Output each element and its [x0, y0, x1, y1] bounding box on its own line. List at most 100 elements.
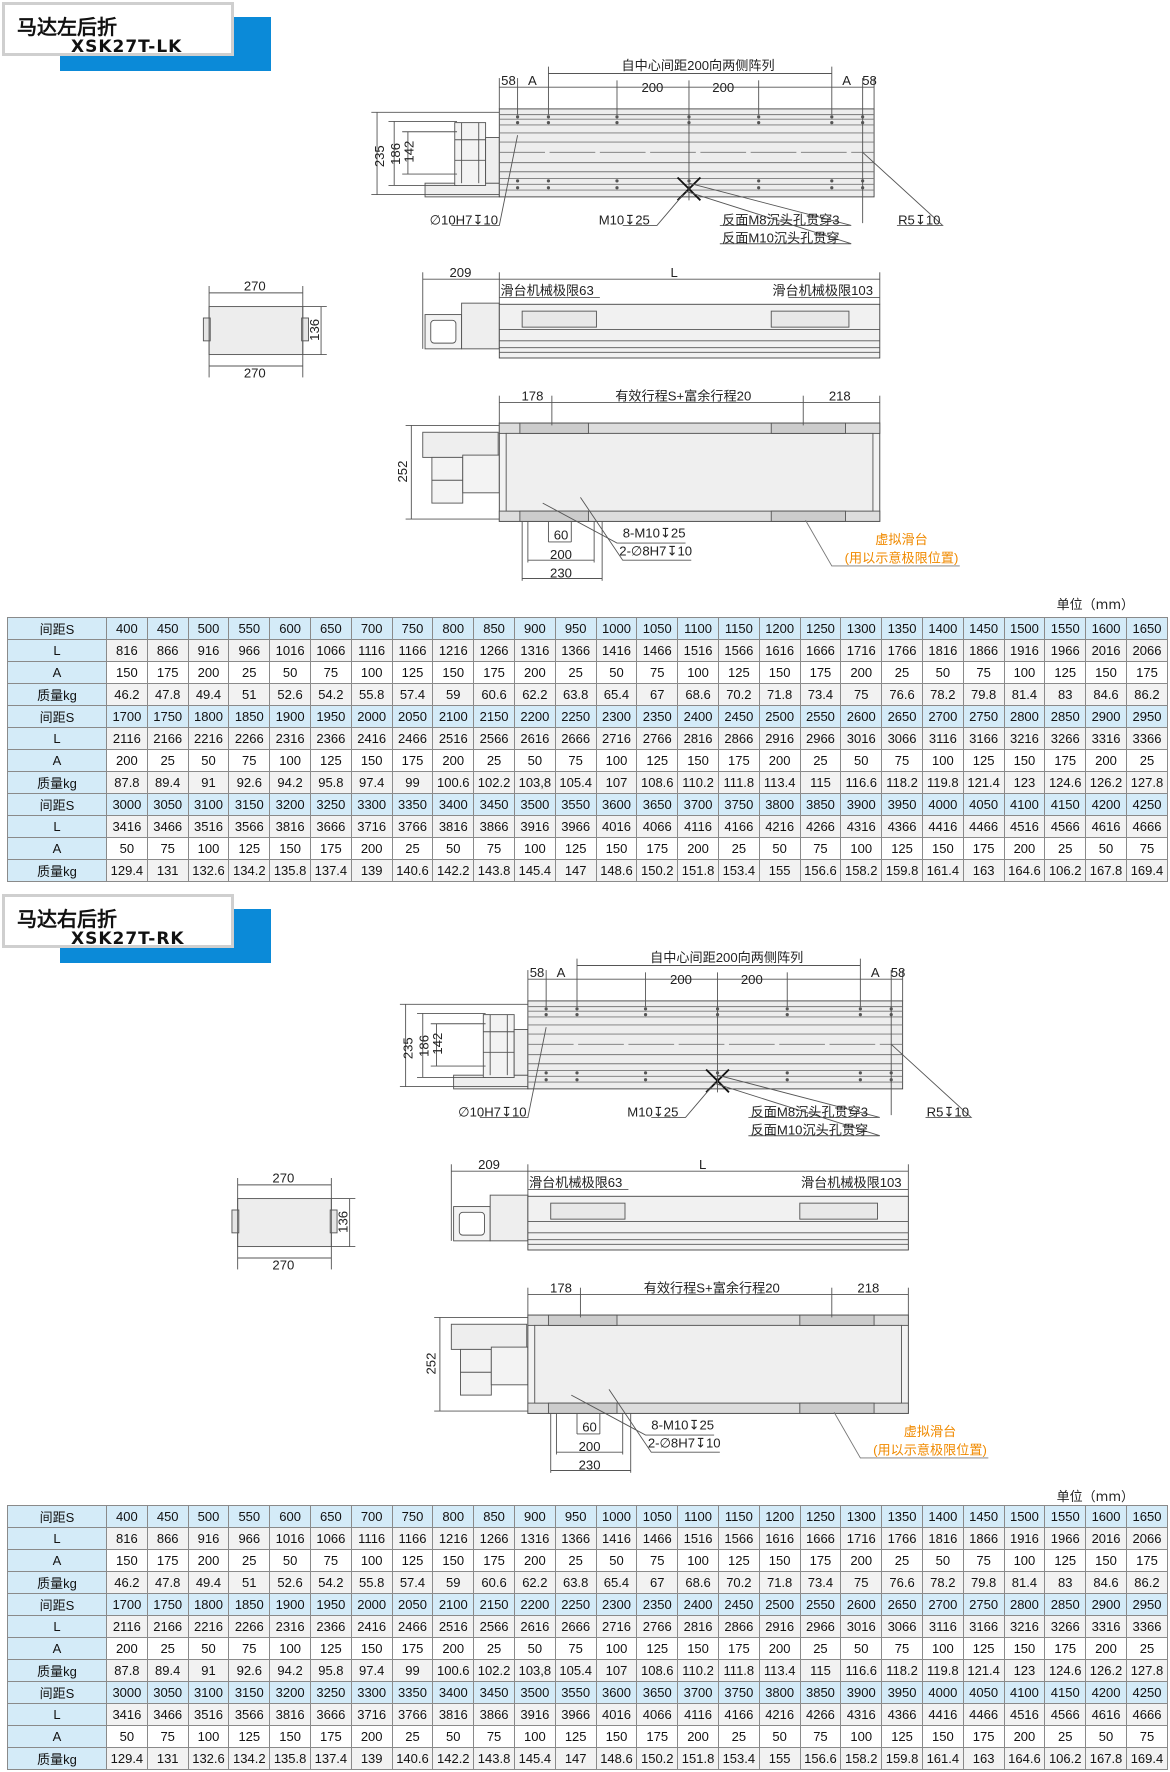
table-cell: 81.4	[1003, 683, 1046, 706]
table-cell: 76.6	[881, 1571, 923, 1594]
table-cell: 134.2	[228, 859, 271, 882]
table-cell: 103,8	[513, 771, 556, 794]
table-cell: 175	[799, 661, 842, 684]
table-cell: 107	[595, 1659, 638, 1682]
table-cell: 2100	[432, 705, 475, 728]
product-section: 马达左后折 XSK27T-LK	[2, 2, 1169, 882]
table-cell: 600	[269, 617, 311, 640]
table-cell: 175	[391, 749, 434, 772]
table-cell: 118.2	[881, 1659, 923, 1682]
model-number: XSK27T-RK	[71, 929, 185, 949]
table-cell: 1866	[962, 639, 1005, 662]
table-cell: 113.4	[758, 771, 801, 794]
table-cell: 4100	[1003, 1681, 1046, 1704]
table-cell: 2650	[881, 705, 923, 728]
table-cell: 2100	[432, 1593, 475, 1616]
table-cell: 52.6	[269, 1571, 311, 1594]
table-cell: 1016	[269, 1527, 311, 1550]
row-label: 间距S	[7, 1681, 107, 1704]
limit-63-label: 滑台机械极限63	[500, 283, 593, 298]
table-cell: 150.2	[636, 859, 679, 882]
virtual-slide-note: (用以示意极限位置)	[845, 550, 959, 566]
table-cell: 3816	[432, 1703, 475, 1726]
table-cell: 200	[432, 749, 475, 772]
table-cell: 3566	[228, 1703, 271, 1726]
model-number: XSK27T-LK	[71, 37, 183, 57]
table-cell: 600	[269, 1505, 311, 1528]
dim-a-right: A	[842, 73, 851, 88]
table-cell: 2816	[677, 727, 719, 750]
table-cell: 4466	[962, 1703, 1005, 1726]
table-cell: 75	[799, 837, 842, 860]
table-cell: 51	[228, 1571, 271, 1594]
table-cell: 3866	[473, 815, 515, 838]
table-cell: 50	[513, 1637, 556, 1660]
table-cell: 2950	[1125, 705, 1169, 728]
table-cell: 3200	[269, 1681, 311, 1704]
table-cell: 50	[106, 837, 148, 860]
table-cell: 3816	[269, 815, 311, 838]
table-cell: 100	[187, 837, 230, 860]
table-cell: 75	[309, 661, 352, 684]
table-cell: 200	[187, 1549, 230, 1572]
dim-136: 136	[335, 1211, 350, 1233]
table-cell: 155	[758, 859, 801, 882]
table-cell: 4050	[962, 793, 1005, 816]
table-cell: 200	[1085, 1637, 1127, 1660]
table-cell: 25	[391, 837, 434, 860]
top-view	[371, 66, 944, 245]
table-cell: 125	[881, 837, 923, 860]
table-cell: 4000	[921, 1681, 964, 1704]
table-cell: 1700	[106, 705, 148, 728]
table-cell: 25	[1125, 749, 1169, 772]
table-cell: 76.6	[881, 683, 923, 706]
table-cell: 100	[840, 1725, 883, 1748]
table-cell: 3850	[799, 793, 842, 816]
table-cell: 1450	[962, 617, 1005, 640]
table-cell: 200	[1085, 749, 1127, 772]
table-cell: 550	[228, 617, 271, 640]
table-cell: 1400	[921, 617, 964, 640]
dim-58-left: 58	[501, 73, 516, 88]
table-cell: 100	[921, 749, 964, 772]
table-cell: 100	[595, 749, 638, 772]
table-cell: 3000	[106, 1681, 148, 1704]
table-cell: 50	[513, 749, 556, 772]
table-cell: 1800	[187, 1593, 230, 1616]
table-cell: 46.2	[106, 1571, 148, 1594]
table-cell: 2316	[269, 1615, 311, 1638]
table-cell: 1000	[595, 617, 638, 640]
table-cell: 135.8	[269, 859, 311, 882]
row-label: A	[7, 1549, 107, 1572]
table-cell: 71.8	[758, 1571, 801, 1594]
table-cell: 75	[473, 1725, 515, 1748]
table-cell: 75	[962, 1549, 1005, 1572]
table-cell: 4516	[1003, 1703, 1046, 1726]
table-cell: 62.2	[513, 683, 556, 706]
table-cell: 1516	[677, 1527, 719, 1550]
table-cell: 2266	[228, 1615, 271, 1638]
table-cell: 150	[432, 661, 475, 684]
table-cell: 2116	[106, 727, 148, 750]
table-cell: 158.2	[840, 859, 883, 882]
table-cell: 150	[677, 749, 719, 772]
dim-270-top: 270	[244, 279, 266, 294]
array-note: 自中心间距200向两侧阵列	[622, 58, 775, 73]
table-cell: 1216	[432, 1527, 475, 1550]
table-cell: 142.2	[432, 859, 475, 882]
table-cell: 2366	[309, 1615, 352, 1638]
table-cell: 3350	[391, 1681, 434, 1704]
table-cell: 25	[1125, 1637, 1169, 1660]
m10-thread-label: M10↧25	[599, 212, 650, 227]
row-label: L	[7, 639, 107, 662]
table-cell: 3000	[106, 793, 148, 816]
table-cell: 100	[1003, 661, 1046, 684]
table-cell: 75	[636, 661, 679, 684]
